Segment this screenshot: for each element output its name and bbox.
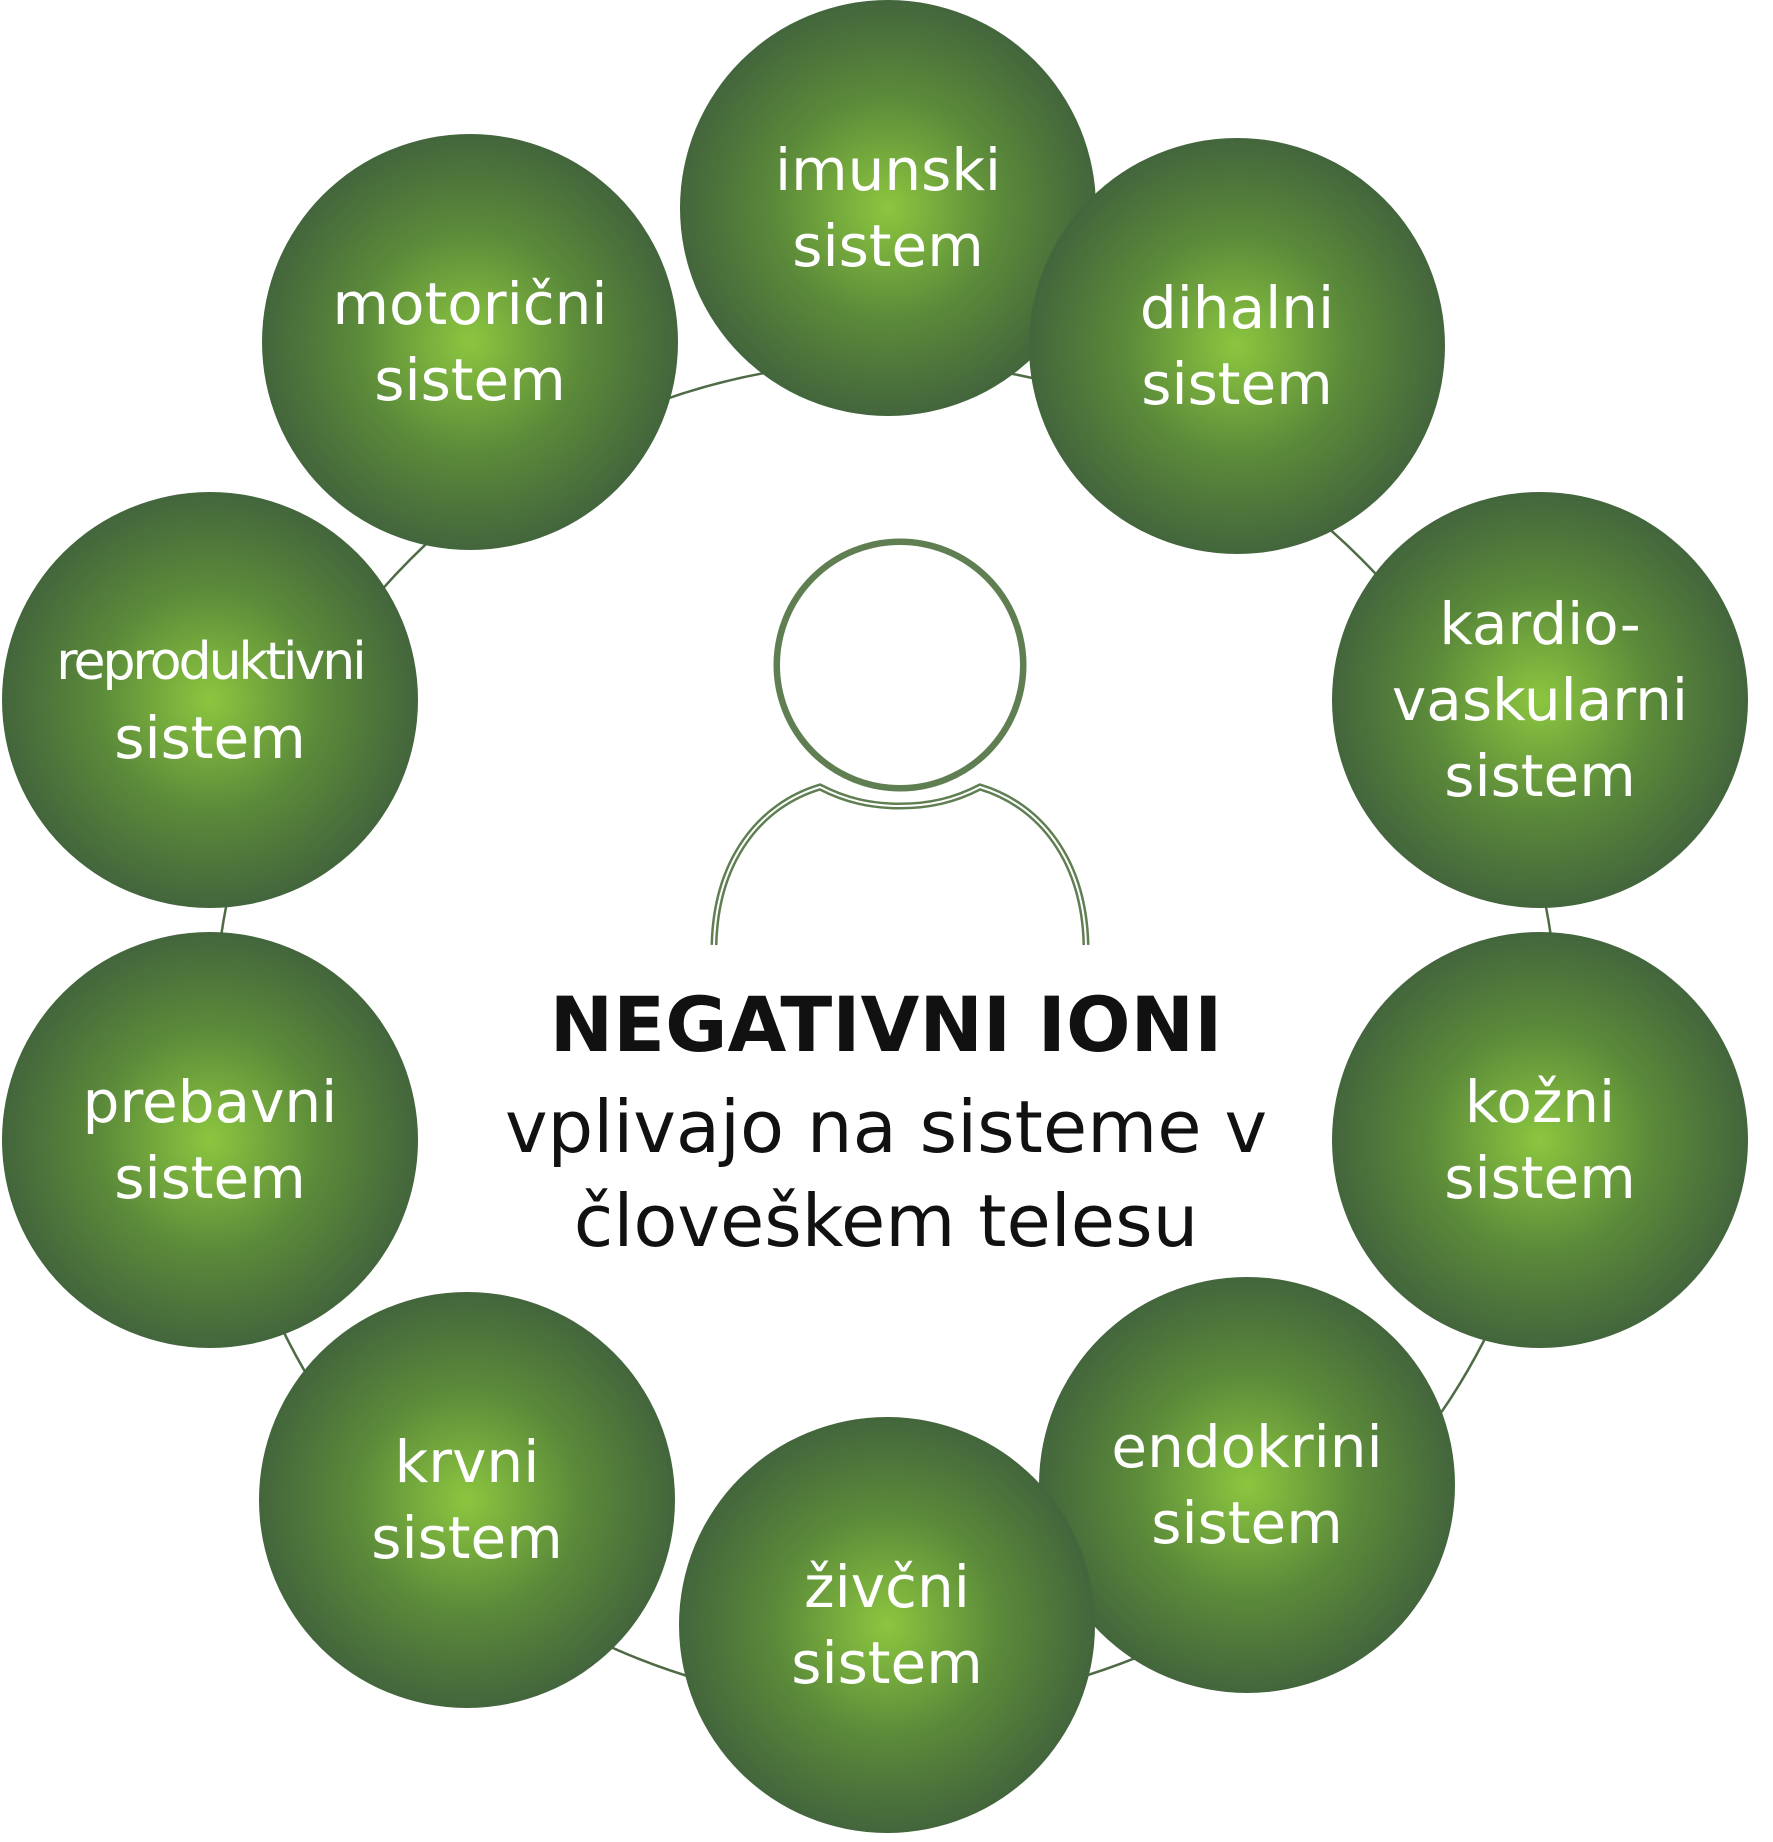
system-node-zivcni: živčni sistem bbox=[679, 1417, 1095, 1833]
system-label-krvni-line-2: sistem bbox=[371, 1504, 563, 1572]
system-node-kardiovaskularni: kardio-vaskularni sistem bbox=[1332, 492, 1748, 908]
system-label-kardiovaskularni-line-2: vaskularni bbox=[1391, 666, 1688, 734]
diagram-subtitle: vplivajo na sisteme v človeškem telesu bbox=[386, 1080, 1386, 1268]
system-node-dihalni: dihalni sistem bbox=[1029, 138, 1445, 554]
system-label-imunski-line-1: imunski bbox=[774, 136, 1002, 204]
system-label-prebavni-line-1: prebavni bbox=[82, 1068, 338, 1136]
system-node-kozni: kožni sistem bbox=[1332, 932, 1748, 1348]
system-label-kardiovaskularni-line-1: kardio- bbox=[1439, 590, 1641, 658]
subtitle-line-2: človeškem telesu bbox=[573, 1179, 1199, 1263]
system-label-dihalni-line-2: sistem bbox=[1141, 350, 1333, 418]
system-label-endokrini-line-2: sistem bbox=[1151, 1489, 1343, 1557]
system-label-zivcni-line-2: sistem bbox=[791, 1629, 983, 1697]
system-label-motoricni-line-1: motorični bbox=[332, 270, 608, 338]
system-label-reproduktivni-line-1: reproduktivni bbox=[56, 632, 366, 692]
system-node-imunski: imunski sistem bbox=[680, 0, 1096, 416]
system-label-prebavni-line-2: sistem bbox=[114, 1144, 306, 1212]
system-label-zivcni-line-1: živčni bbox=[804, 1553, 970, 1621]
system-node-prebavni: prebavni sistem bbox=[2, 932, 418, 1348]
system-node-endokrini: endokrini sistem bbox=[1039, 1277, 1455, 1693]
system-node-motoricni: motorični sistem bbox=[262, 134, 678, 550]
system-label-krvni-line-1: krvni bbox=[394, 1428, 540, 1496]
system-node-reproduktivni: reproduktivni sistem bbox=[2, 492, 418, 908]
system-node-krvni: krvni sistem bbox=[259, 1292, 675, 1708]
system-label-dihalni-line-1: dihalni bbox=[1139, 274, 1335, 342]
system-label-reproduktivni-line-2: sistem bbox=[114, 704, 306, 772]
system-label-imunski-line-2: sistem bbox=[792, 212, 984, 280]
diagram-title: NEGATIVNI IONI bbox=[549, 980, 1223, 1069]
subtitle-line-1: vplivajo na sisteme v bbox=[504, 1085, 1268, 1169]
system-label-kozni-line-2: sistem bbox=[1444, 1144, 1636, 1212]
system-label-motoricni-line-2: sistem bbox=[374, 346, 566, 414]
system-label-kozni-line-1: kožni bbox=[1464, 1068, 1616, 1136]
system-label-endokrini-line-1: endokrini bbox=[1111, 1413, 1383, 1481]
person-icon bbox=[710, 538, 1090, 946]
system-label-kardiovaskularni-line-3: sistem bbox=[1444, 742, 1636, 810]
